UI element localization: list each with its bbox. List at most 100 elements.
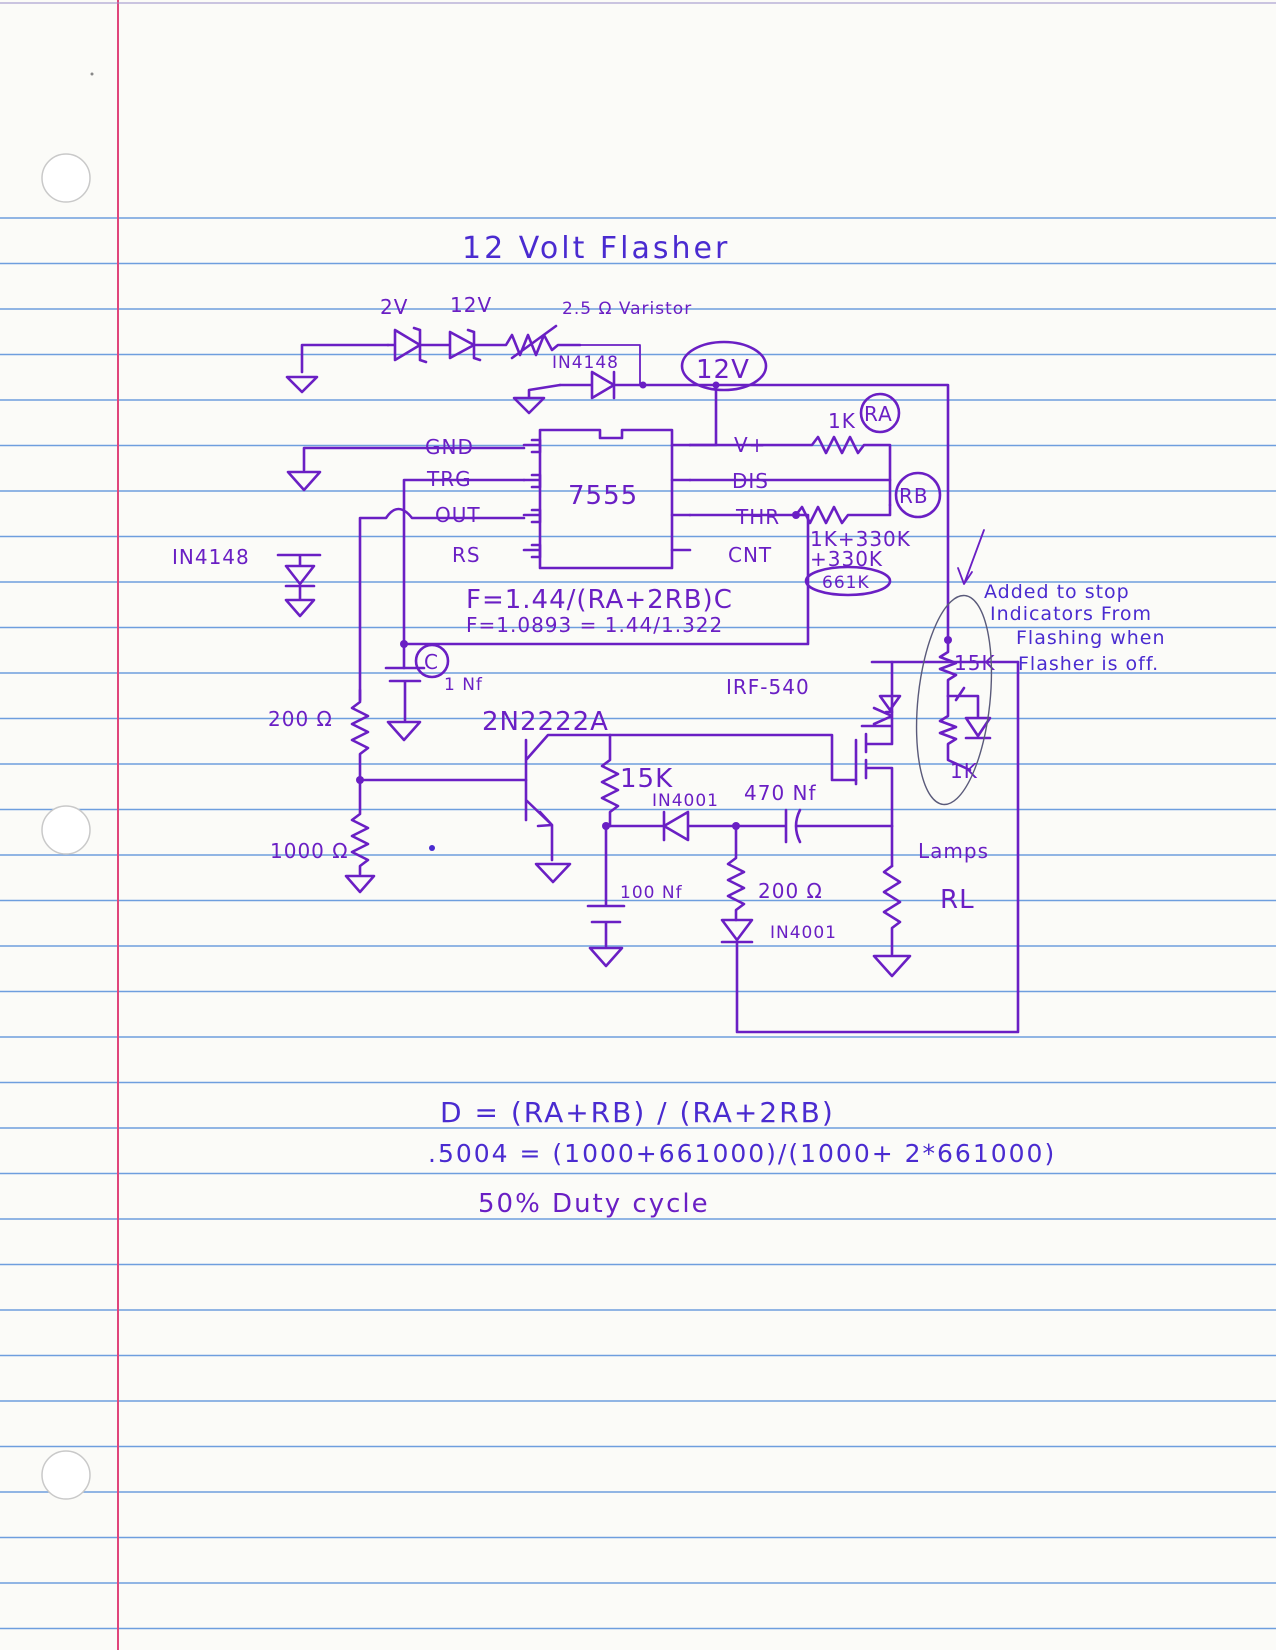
r-15k-label: 15K (620, 764, 673, 794)
diode-1n4001-mid (604, 810, 738, 842)
zener-label-2v: 2V (380, 295, 408, 319)
ra-value: 1K (828, 409, 856, 433)
capacitor-100nf (586, 824, 626, 968)
stray-mark-2 (90, 72, 94, 76)
pin-label-out: OUT (435, 503, 481, 527)
duty-formula: D = (RA+RB) / (RA+2RB) (440, 1096, 835, 1129)
pin-label-thr: THR (735, 505, 780, 529)
resistor-1000-divider (350, 778, 370, 876)
ra-bubble (859, 392, 901, 434)
stray-mark-1 (429, 845, 435, 851)
pin-label-cnt: CNT (728, 543, 772, 567)
annotation-line-4: Flasher is off. (1018, 653, 1159, 675)
diode-low-label: IN4001 (770, 923, 837, 943)
divider-top-label: 200 Ω (268, 707, 333, 731)
diode-1n4001-low (720, 660, 1020, 1034)
supply-rail (641, 383, 950, 642)
transistor-2n2222a: 2N2222A (482, 707, 612, 884)
cap-100-label: 100 Nf (620, 883, 683, 903)
resistor-1k-indicator (938, 694, 972, 772)
binder-holes (41, 153, 91, 1500)
annotation-line-1: Added to stop (984, 581, 1130, 603)
ground-symbol-emitter (534, 862, 572, 884)
ground-symbol-divider (344, 874, 376, 894)
resistor-200-lower (726, 824, 746, 922)
frequency-calc: F=1.0893 = 1.44/1.322 (466, 613, 723, 637)
cap-c-value: 1 Nf (444, 675, 483, 695)
frequency-formula: F=1.44/(RA+2RB)C (466, 585, 733, 615)
rb-name: RB (899, 484, 929, 508)
ic-name: 7555 (568, 481, 638, 511)
timing-capacitor (384, 666, 426, 742)
resistor-rb (688, 503, 892, 525)
ruled-lines (0, 217, 1276, 1630)
transistor-label: 2N2222A (482, 707, 609, 737)
indicator-led (946, 686, 992, 740)
rb-total: 661K (822, 573, 870, 593)
mosfet-label: IRF-540 (726, 675, 810, 699)
gnd-pin-wire (302, 446, 526, 472)
annotation-line-3: Flashing when (1016, 627, 1166, 649)
resistor-15k-indicator (938, 638, 958, 698)
collector-to-gate-wire (608, 733, 858, 782)
diode-1n4148-top (558, 370, 645, 400)
ground-symbol-diode (512, 383, 562, 415)
duty-cycle-section: D = (RA+RB) / (RA+2RB) .5004 = (1000+661… (428, 1096, 1056, 1219)
ground-symbol-gnd-pin (286, 470, 322, 492)
page-title: 12 Volt Flasher (462, 231, 730, 266)
diode-1n4148-left (276, 553, 322, 618)
vplus-wire (688, 383, 718, 447)
mosfet-diode (878, 694, 902, 714)
input-protection-chain (285, 324, 647, 415)
indicator-highlight-circle (915, 594, 993, 806)
binder-hole-middle (41, 805, 91, 855)
resistor-15k (600, 733, 620, 828)
schematic: 12V 7555 GND TRG OUT RS V+ DIS THR CNT 1… (172, 324, 1020, 1034)
annotation-arrow (957, 529, 985, 585)
ra-name: RA (864, 402, 893, 426)
duty-result: 50% Duty cycle (478, 1189, 710, 1219)
lamps-name: RL (940, 885, 975, 915)
divider-bottom-label: 1000 Ω (270, 839, 349, 863)
varistor-label: 2.5 Ω Varistor (562, 299, 692, 319)
resistor-ra (688, 435, 892, 507)
ground-symbol-lamps (872, 954, 912, 978)
pin-label-rs: RS (452, 543, 481, 567)
supply-12v-bubble (680, 340, 768, 392)
supply-12v-label: 12V (696, 355, 750, 385)
varistor-symbol (472, 324, 582, 360)
capacitor-470nf (734, 808, 894, 844)
ic-left-pin-stubs (522, 438, 542, 559)
resistor-200-divider (350, 688, 370, 782)
formula-box (402, 478, 810, 646)
cap-c-bubble (414, 643, 450, 679)
diode-mid-label: IN4001 (652, 791, 719, 811)
indicator-network: 15K 1K (915, 594, 996, 806)
indicator-r-bottom: 1K (950, 759, 978, 783)
annotation-note: Added to stop Indicators From Flashing w… (984, 581, 1166, 675)
ic-body (538, 428, 674, 570)
mosfet-irf540: IRF-540 (726, 660, 902, 828)
cap-c-name: C (424, 650, 439, 674)
indicator-r-top: 15K (954, 651, 996, 675)
binder-hole-bottom (41, 1450, 91, 1500)
cap-470-label: 470 Nf (744, 781, 817, 805)
mosfet-body (854, 660, 894, 828)
ground-symbol-input (285, 375, 319, 394)
duty-calc: .5004 = (1000+661000)/(1000+ 2*661000) (428, 1139, 1056, 1168)
left-diode-label: IN4148 (172, 545, 250, 569)
input-ground-wire (300, 343, 390, 374)
lamps-label: Lamps (918, 839, 989, 863)
transistor-body (524, 733, 612, 862)
r-200b-label: 200 Ω (758, 879, 823, 903)
resistor-lamps (882, 864, 902, 956)
out-pin-wire (358, 507, 526, 702)
zener-label-12v: 12V (450, 293, 492, 317)
binder-hole-top (41, 153, 91, 203)
top-diode-label: IN4148 (552, 353, 619, 373)
rb-total-bubble (804, 565, 892, 597)
ic-right-pin-stubs (670, 443, 692, 552)
input-to-diode-wire (579, 344, 641, 386)
junction-dot-cap (400, 640, 408, 648)
